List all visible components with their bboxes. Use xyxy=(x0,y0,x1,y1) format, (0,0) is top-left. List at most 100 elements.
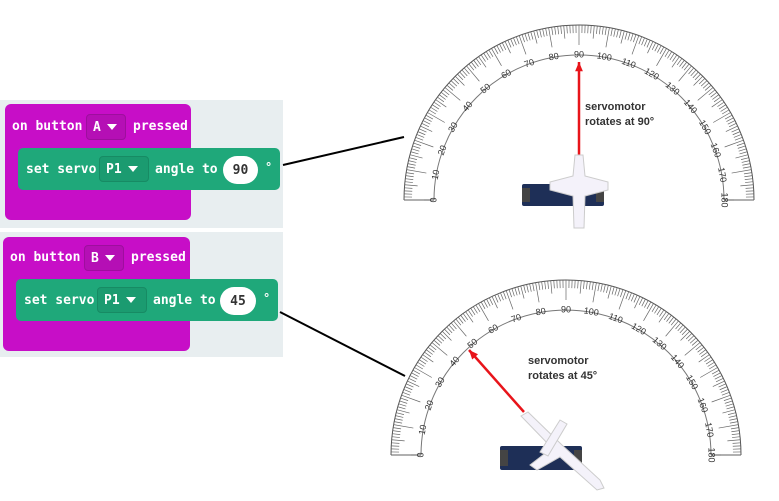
protractor-scale-label: 110 xyxy=(607,311,624,325)
protractor-tick xyxy=(726,406,735,410)
protractor-tick xyxy=(442,331,452,341)
protractor-tick xyxy=(641,298,646,307)
angle-input-a[interactable]: 90 xyxy=(223,156,258,184)
servo-horn xyxy=(549,154,609,229)
protractor-tick xyxy=(478,303,489,321)
protractor-tick xyxy=(667,51,673,59)
protractor-tick xyxy=(483,300,488,308)
protractor-tick xyxy=(677,324,684,332)
protractor-tick xyxy=(409,157,418,160)
protractor-scale-label: 120 xyxy=(630,321,648,337)
protractor-tick xyxy=(611,286,615,295)
protractor-tick xyxy=(719,386,728,391)
chevron-down-icon xyxy=(104,255,115,261)
protractor-tick xyxy=(599,26,601,35)
protractor-tick xyxy=(713,96,721,103)
protractor-tick xyxy=(404,386,413,391)
protractor-tick xyxy=(627,32,631,41)
protractor-tick xyxy=(404,187,413,189)
protractor-tick xyxy=(620,30,625,44)
protractor-tick xyxy=(462,313,469,321)
protractor-tick xyxy=(681,328,688,336)
protractor-tick xyxy=(618,290,627,310)
protractor-tick xyxy=(634,296,641,309)
protractor-tick xyxy=(446,326,453,334)
protractor-tick xyxy=(659,46,665,55)
protractor-tick xyxy=(694,73,701,81)
annotation-line1: servomotor xyxy=(528,355,589,367)
servo-pin-dropdown-b[interactable]: P1 xyxy=(97,287,147,313)
protractor-tick xyxy=(411,372,419,377)
protractor-tick xyxy=(421,122,430,128)
protractor-scale-label: 160 xyxy=(709,141,724,159)
protractor-tick xyxy=(721,391,730,396)
protractor-tick xyxy=(711,369,720,375)
protractor-tick xyxy=(698,78,706,85)
annotation-top: servomotor rotates at 90° xyxy=(585,100,654,130)
protractor-tick xyxy=(691,339,699,346)
protractor-tick xyxy=(742,163,751,166)
protractor-scale-label: 30 xyxy=(446,120,460,134)
protractor-scale-label: 100 xyxy=(596,50,613,62)
protractor-tick xyxy=(422,354,434,363)
button-b-dropdown[interactable]: B xyxy=(84,245,124,271)
protractor-tick xyxy=(544,281,546,290)
protractor-tick xyxy=(437,335,445,342)
protractor-scale-label: 90 xyxy=(561,304,571,314)
button-a-dropdown[interactable]: A xyxy=(86,114,126,140)
protractor-tick xyxy=(497,293,502,302)
protractor-scale-label: 130 xyxy=(664,80,682,97)
servo-horn-arm xyxy=(539,419,568,457)
protractor-tick xyxy=(560,25,562,34)
protractor-tick xyxy=(731,433,740,435)
protractor-tick xyxy=(654,43,659,52)
protractor-scale-label: 10 xyxy=(430,169,442,181)
protractor-tick xyxy=(717,101,725,107)
protractor-tick xyxy=(463,67,470,75)
protractor-tick xyxy=(679,60,685,67)
protractor-tick xyxy=(514,287,518,296)
protractor-scale-label: 60 xyxy=(499,67,513,81)
protractor-tick xyxy=(418,128,427,133)
protractor-tick xyxy=(394,421,403,424)
protractor-tick xyxy=(398,403,407,407)
protractor-tick xyxy=(397,406,406,410)
protractor-tick xyxy=(448,324,455,332)
protractor-tick xyxy=(704,356,712,362)
protractor-tick xyxy=(591,282,594,291)
protractor-tick xyxy=(450,322,457,330)
protractor-scale-label: 50 xyxy=(465,336,479,350)
protractor-tick xyxy=(412,369,421,375)
protractor-tick xyxy=(496,45,501,53)
protractor-tick xyxy=(412,145,421,149)
protractor-tick xyxy=(675,322,682,330)
protractor-tick xyxy=(416,134,425,138)
protractor-scale-label: 20 xyxy=(436,144,449,157)
protractor-tick xyxy=(683,63,690,71)
protractor-tick xyxy=(408,160,417,163)
protractor-tick xyxy=(715,377,724,383)
protractor-tick xyxy=(733,134,742,138)
protractor-tick xyxy=(532,283,535,292)
pressed-label: pressed xyxy=(131,250,186,265)
protractor-tick xyxy=(533,30,538,44)
protractor-tick xyxy=(554,26,557,35)
protractor-tick xyxy=(480,54,486,62)
protractor-tick xyxy=(711,394,731,403)
annotation-bottom: servomotor rotates at 45° xyxy=(528,354,597,384)
protractor-tick xyxy=(610,28,613,37)
protractor-tick xyxy=(414,139,434,148)
protractor-tick xyxy=(727,439,741,442)
protractor-scale-label: 50 xyxy=(478,81,492,95)
servo-pin-dropdown-a[interactable]: P1 xyxy=(99,156,149,182)
protractor-tick xyxy=(654,306,660,314)
protractor-tick xyxy=(731,128,740,133)
protractor-tick xyxy=(644,300,649,308)
protractor-scale-label: 90 xyxy=(574,49,584,59)
protractor-tick xyxy=(455,318,462,326)
protractor-tick xyxy=(409,375,418,380)
angle-input-b[interactable]: 45 xyxy=(220,287,256,315)
protractor-tick xyxy=(741,160,750,163)
protractor-tick xyxy=(692,71,699,79)
